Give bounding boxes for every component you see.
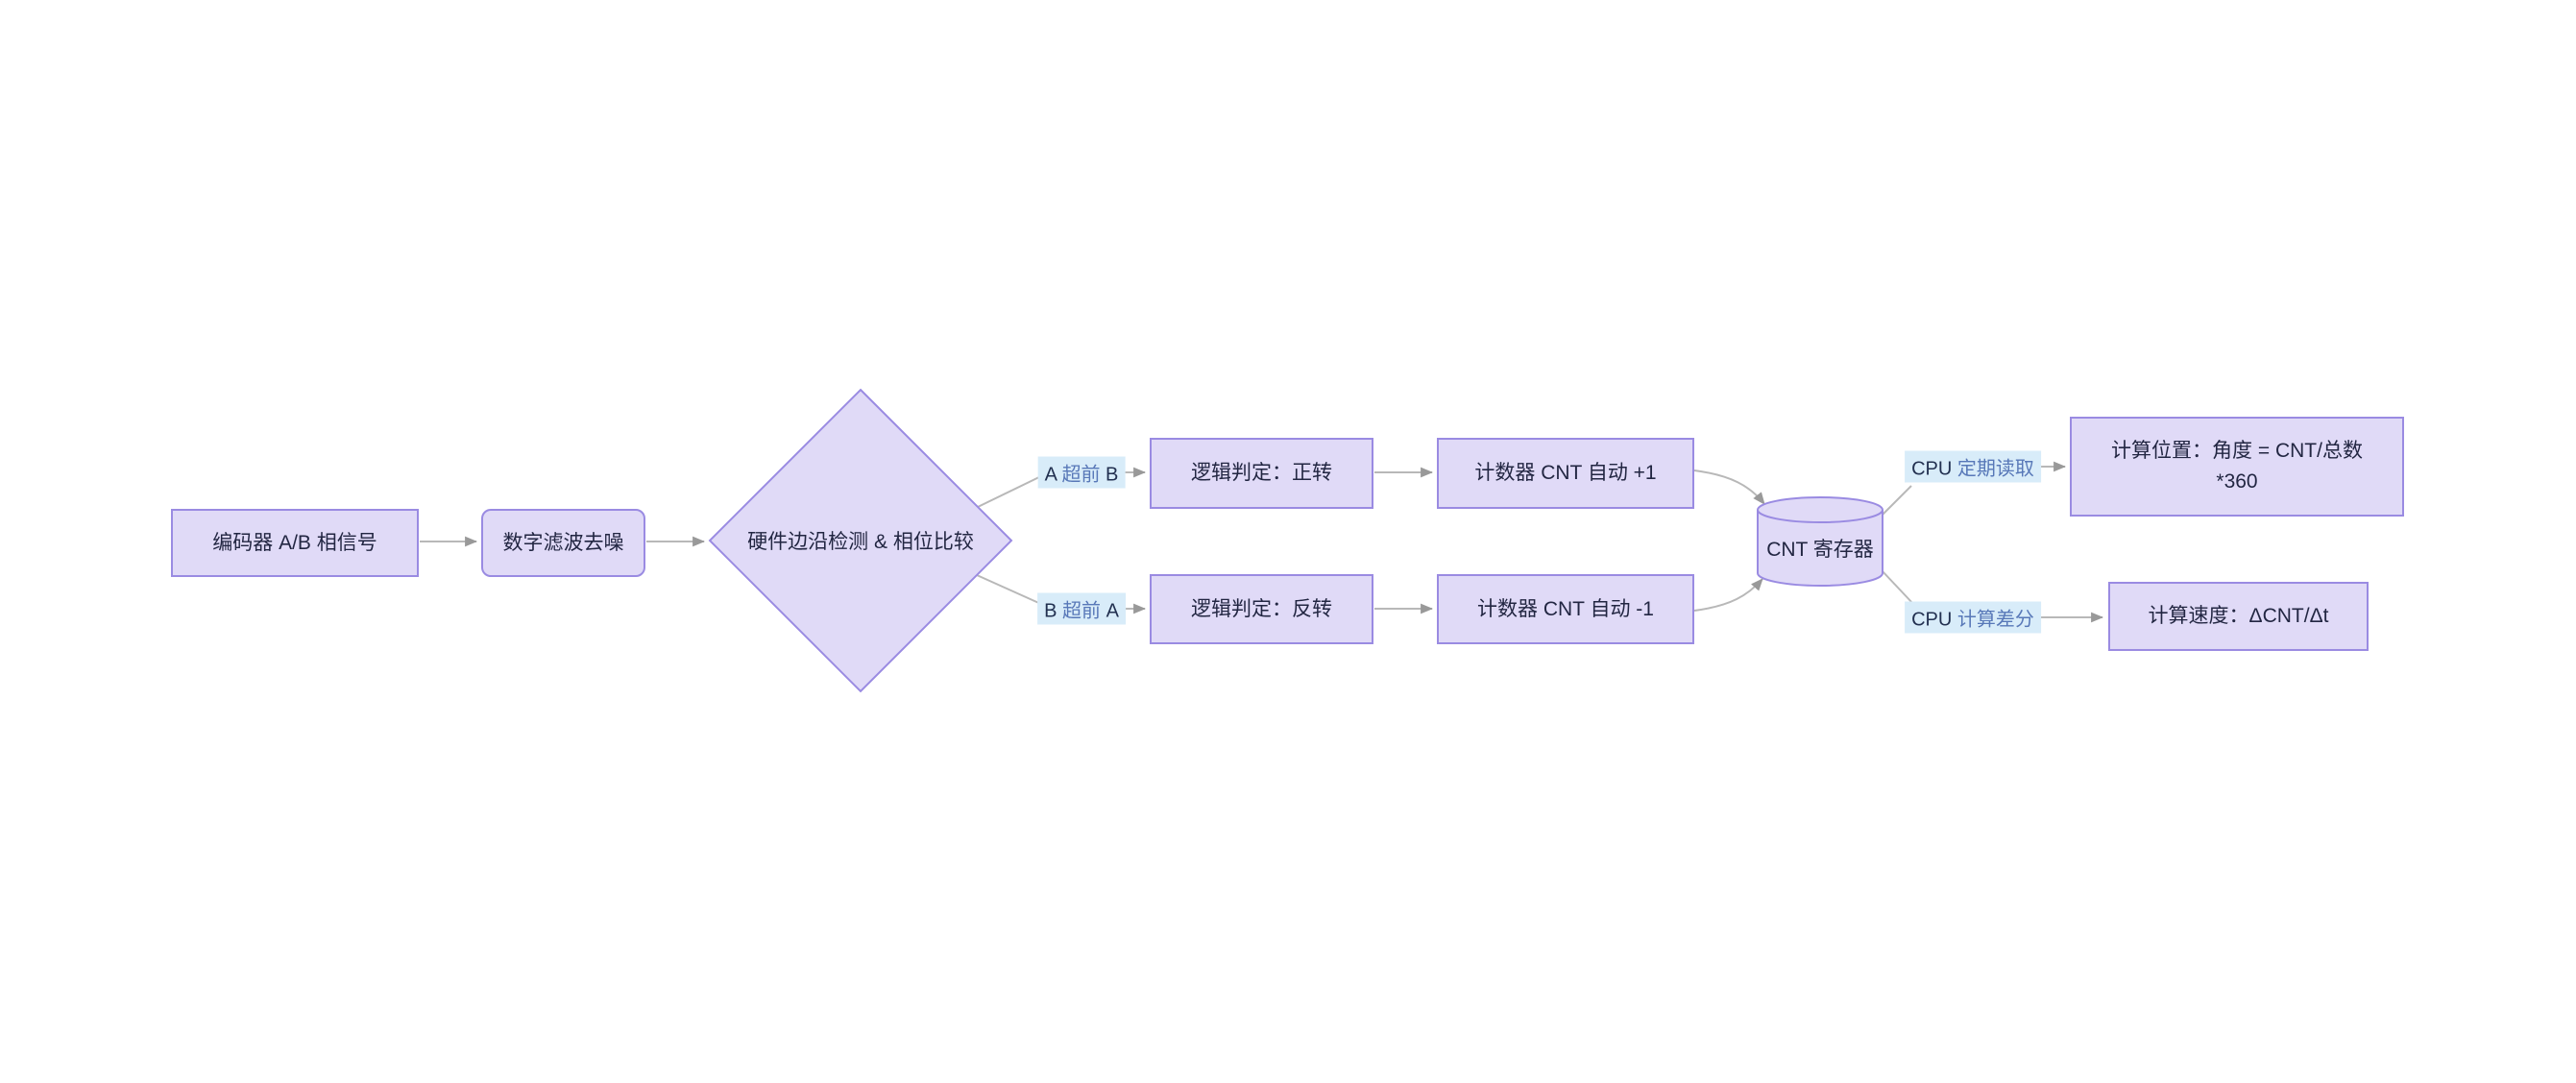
node-logic-forward: 逻辑判定：正转 (1150, 438, 1373, 509)
node-logic-reverse-label: 逻辑判定：反转 (1191, 597, 1332, 620)
edge-label-a-leads-b-post: B (1106, 464, 1119, 486)
edge-label-cpu-compute-diff: CPU 计算差分 (1905, 601, 2041, 634)
edge-label-a-leads-b: A 超前 B (1037, 456, 1126, 489)
edge-label-a-leads-b-pre: A (1044, 464, 1057, 486)
edge-label-cpu-diff-cjk: 计算差分 (1956, 609, 2034, 631)
edge-label-b-leads-a: B 超前 A (1037, 592, 1126, 625)
edge-label-cpu-diff-pre: CPU (1911, 609, 1953, 631)
node-counter-decrement-label: 计数器 CNT 自动 -1 (1477, 597, 1654, 620)
node-calc-position: 计算位置：角度 = CNT/总数 *360 (2070, 417, 2404, 517)
node-logic-reverse: 逻辑判定：反转 (1150, 574, 1373, 644)
node-counter-increment: 计数器 CNT 自动 +1 (1437, 438, 1694, 509)
node-counter-increment-label: 计数器 CNT 自动 +1 (1474, 462, 1657, 484)
node-decision-label-text: 硬件边沿检测 & 相位比较 (747, 531, 974, 553)
node-cnt-register-label-text: CNT 寄存器 (1766, 538, 1874, 561)
edge-counter-dec-to-register (1693, 578, 1763, 612)
node-counter-decrement: 计数器 CNT 自动 -1 (1437, 574, 1694, 644)
node-cnt-register-label: CNT 寄存器 (1758, 510, 1883, 586)
edge-label-b-leads-a-post: A (1106, 600, 1119, 622)
edge-label-b-leads-a-pre: B (1044, 600, 1057, 622)
edge-decision-to-label-b (976, 574, 1044, 606)
node-calc-position-label-line2: *360 (2216, 470, 2258, 493)
edge-label-b-leads-a-cjk: 超前 (1062, 600, 1101, 622)
decision-diamond-shape (708, 388, 1013, 693)
node-decision-label: 硬件边沿检测 & 相位比较 (707, 512, 1014, 569)
node-digital-filter-label: 数字滤波去噪 (502, 531, 624, 554)
edge-label-cpu-read-pre: CPU (1911, 458, 1953, 480)
node-calc-speed: 计算速度：ΔCNT/Δt (2108, 582, 2369, 651)
edge-decision-to-label-a (977, 474, 1044, 508)
node-calc-position-label-line1: 计算位置：角度 = CNT/总数 (2111, 440, 2363, 462)
register-cylinder-shape (1757, 496, 1883, 587)
edge-label-cpu-read-cjk: 定期读取 (1956, 458, 2034, 480)
node-encoder-signal: 编码器 A/B 相信号 (171, 509, 419, 577)
edge-register-to-label-cpu-diff (1881, 569, 1914, 605)
node-logic-forward-label: 逻辑判定：正转 (1191, 462, 1332, 484)
edge-register-to-label-cpu-read (1881, 485, 1912, 517)
edge-label-a-leads-b-cjk: 超前 (1061, 464, 1101, 486)
edge-label-cpu-periodic-read: CPU 定期读取 (1905, 450, 2041, 483)
node-digital-filter: 数字滤波去噪 (481, 509, 645, 577)
node-calc-speed-label: 计算速度：ΔCNT/Δt (2148, 605, 2329, 627)
node-encoder-signal-label: 编码器 A/B 相信号 (212, 531, 377, 554)
edge-counter-inc-to-register (1693, 469, 1765, 505)
